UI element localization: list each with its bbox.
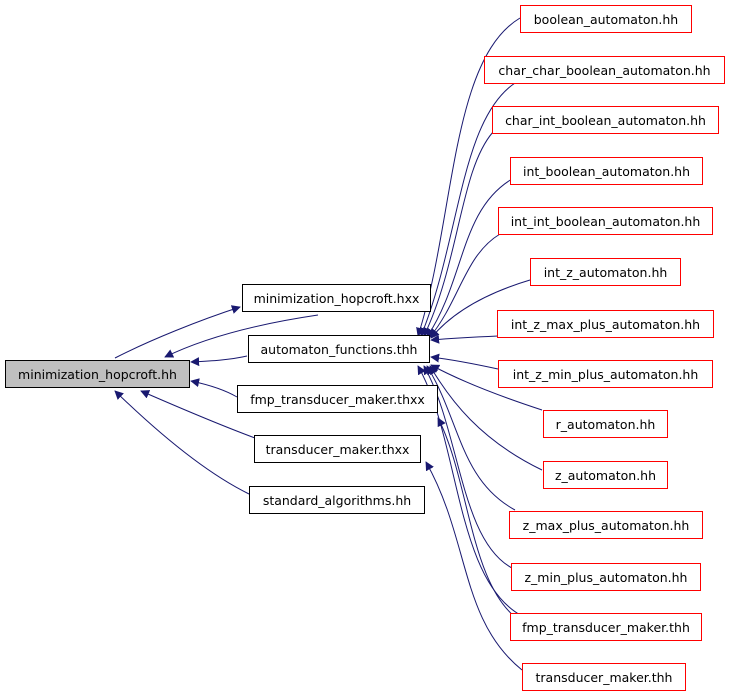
node-int-z-automaton-hh[interactable]: int_z_automaton.hh <box>530 258 681 286</box>
node-z-min-plus-automaton-hh[interactable]: z_min_plus_automaton.hh <box>511 563 701 591</box>
edge-r-to-af <box>430 364 543 411</box>
edge-int-z-to-af <box>430 279 531 339</box>
edge-z-to-af <box>429 365 543 471</box>
node-fmp-transducer-maker-thxx[interactable]: fmp_transducer_maker.thxx <box>237 385 438 413</box>
node-standard-algorithms-hh[interactable]: standard_algorithms.hh <box>249 486 425 514</box>
node-int-int-boolean-automaton-hh[interactable]: int_int_boolean_automaton.hh <box>498 207 713 235</box>
node-fmp-transducer-maker-thh[interactable]: fmp_transducer_maker.thh <box>510 613 702 641</box>
node-boolean-automaton-hh[interactable]: boolean_automaton.hh <box>520 5 692 33</box>
edge-standard-algorithms-to-root <box>114 390 250 495</box>
edge-int-int-to-af <box>429 233 501 338</box>
edge-hopcroft-hxx-to-root <box>164 314 319 358</box>
node-z-max-plus-automaton-hh[interactable]: z_max_plus_automaton.hh <box>509 511 703 539</box>
edge-root-to-hopcroft-hxx <box>114 305 241 359</box>
node-int-boolean-automaton-hh[interactable]: int_boolean_automaton.hh <box>510 157 703 185</box>
node-z-automaton-hh[interactable]: z_automaton.hh <box>543 461 668 489</box>
edge-fmp-thxx-to-root <box>190 378 238 398</box>
edge-char-char-to-af <box>419 82 516 337</box>
node-char-int-boolean-automaton-hh[interactable]: char_int_boolean_automaton.hh <box>492 106 719 134</box>
node-transducer-maker-thxx[interactable]: transducer_maker.thxx <box>254 435 421 463</box>
node-transducer-maker-thh[interactable]: transducer_maker.thh <box>522 663 686 691</box>
edge-int-z-max-to-af <box>430 334 499 344</box>
edge-transducer-thh-to-transducer-thxx <box>425 461 523 671</box>
node-automaton-functions-thh[interactable]: automaton_functions.thh <box>248 335 430 363</box>
node-minimization-hopcroft-hxx[interactable]: minimization_hopcroft.hxx <box>242 284 431 312</box>
edge-automaton-functions-to-root <box>190 355 248 367</box>
edge-fmp-thh-to-fmp-thxx <box>437 417 523 623</box>
node-int-z-max-plus-automaton-hh[interactable]: int_z_max_plus_automaton.hh <box>497 310 714 338</box>
node-char-char-boolean-automaton-hh[interactable]: char_char_boolean_automaton.hh <box>484 56 725 84</box>
focus-node-minimization-hopcroft-hh: minimization_hopcroft.hh <box>5 360 190 388</box>
edge-char-int-to-af <box>423 131 494 337</box>
edge-int-boolean-to-af <box>426 178 513 338</box>
node-r-automaton-hh[interactable]: r_automaton.hh <box>543 410 668 438</box>
edge-int-z-min-to-af <box>430 353 499 370</box>
node-int-z-min-plus-automaton-hh[interactable]: int_z_min_plus_automaton.hh <box>498 360 713 388</box>
edge-transducer-thxx-to-root <box>140 390 256 439</box>
